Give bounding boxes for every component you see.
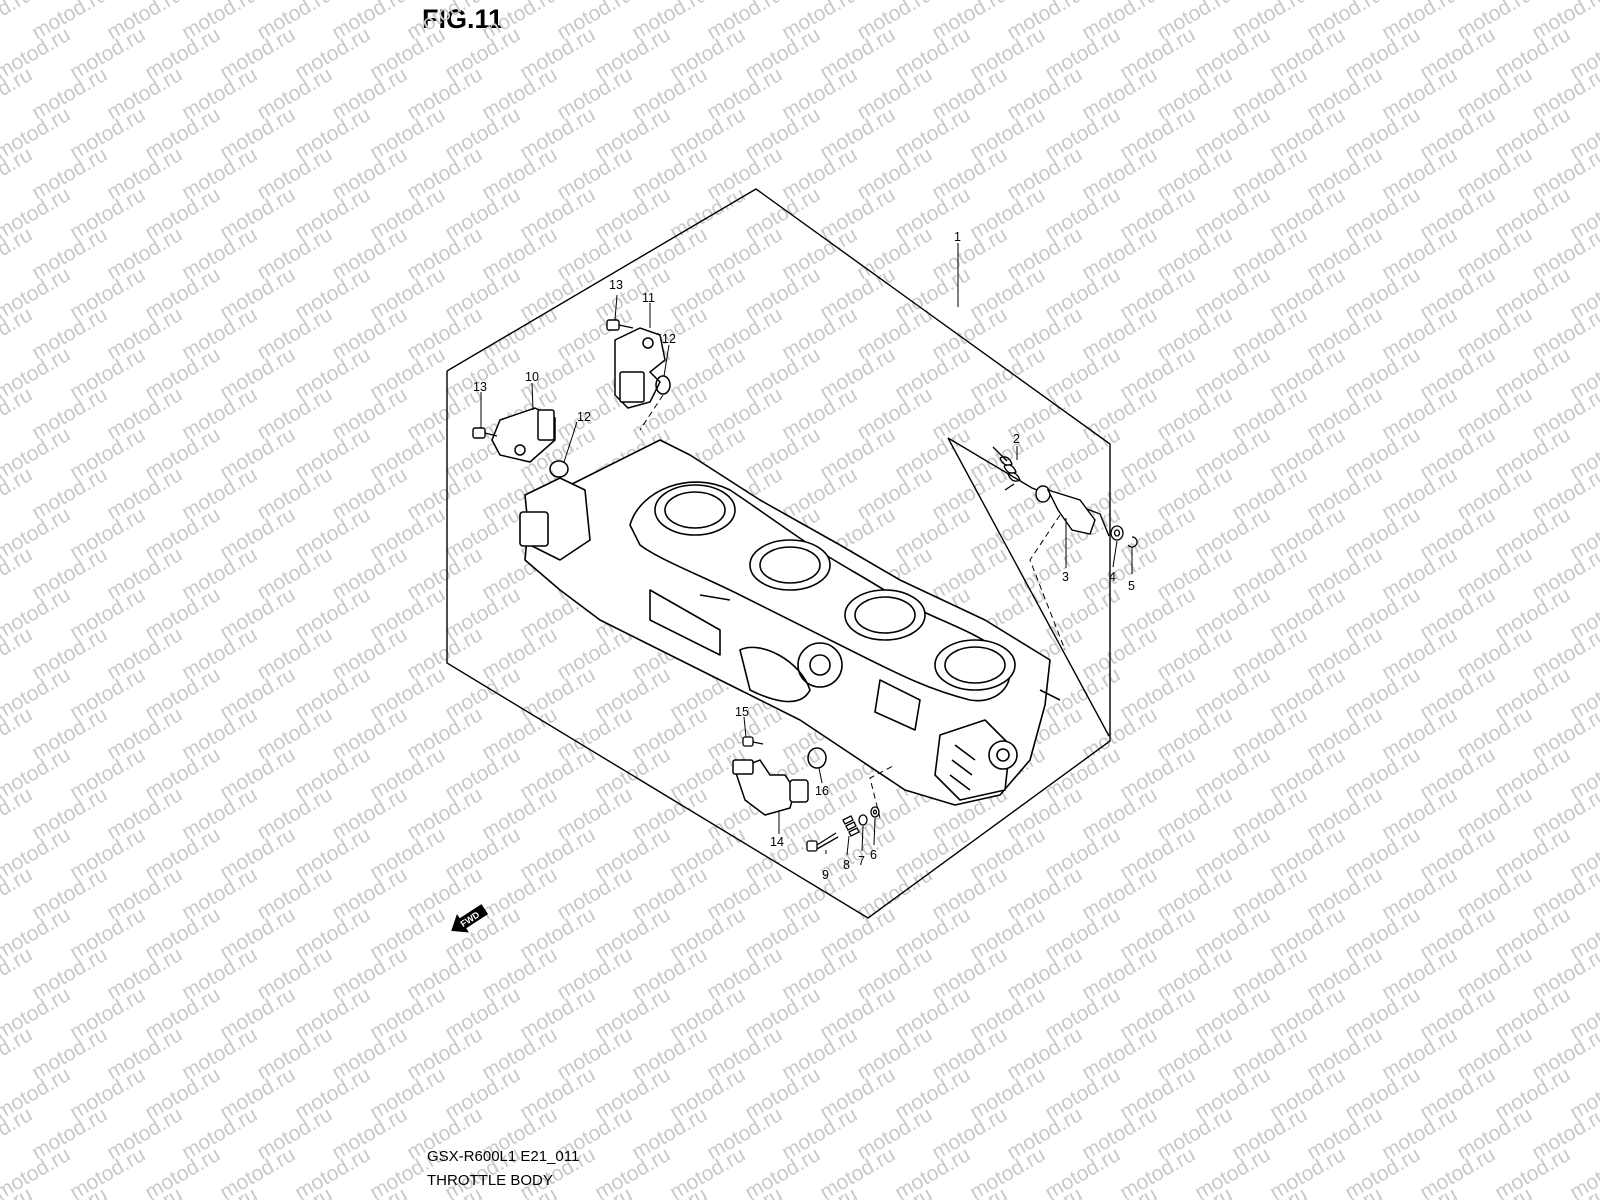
diagram-name: THROTTLE BODY: [427, 1172, 553, 1189]
o-rings: [549, 375, 827, 769]
part-7-washer: [858, 814, 868, 826]
part-13-screws: [472, 319, 634, 439]
callout-7: 7: [858, 854, 865, 868]
part-15-screw: [742, 736, 764, 747]
callout-12-upper: 12: [662, 332, 676, 346]
callout-1: 1: [954, 230, 961, 244]
part-14-sensor: [732, 759, 809, 816]
callout-leaders: [480, 243, 1133, 856]
callout-5: 5: [1128, 579, 1135, 593]
part-6-ring: [870, 806, 880, 818]
callout-4: 4: [1109, 570, 1116, 584]
throttle-body-illustration: [519, 439, 1061, 806]
throttle-bore-3: [844, 589, 926, 641]
part-10-sensor: [491, 407, 556, 463]
throttle-bore-4: [934, 639, 1016, 691]
callout-6: 6: [870, 848, 877, 862]
part-2-spring: [992, 446, 1021, 491]
callout-10: 10: [525, 370, 539, 384]
diagram-code: GSX-R600L1 E21_011: [427, 1148, 580, 1165]
callout-9: 9: [822, 868, 829, 882]
throttle-bore-2: [749, 539, 831, 591]
part-5-clip: [1127, 536, 1138, 548]
callout-13-upper: 13: [609, 278, 623, 292]
part-11-sensor: [614, 327, 666, 409]
callout-2: 2: [1013, 432, 1020, 446]
part-3-lever: [1035, 485, 1096, 535]
figure-label: FIG.11: [422, 4, 504, 34]
callout-15: 15: [735, 705, 749, 719]
callout-3: 3: [1062, 570, 1069, 584]
part-9-bolt: [806, 832, 839, 852]
throttle-bore-1: [654, 484, 736, 536]
callout-labels: 1 2 3 4 5 6 7 8 9 10 11 12 12 13 13 14 1…: [473, 230, 1135, 882]
callout-16: 16: [815, 784, 829, 798]
assembly-guide-lines: [639, 394, 1066, 819]
part-8-spring: [842, 815, 860, 837]
part-4-washer: [1110, 525, 1124, 541]
callout-8: 8: [843, 858, 850, 872]
callout-12-lower: 12: [577, 410, 591, 424]
callout-14: 14: [770, 835, 784, 849]
callout-11: 11: [642, 291, 655, 305]
callout-13-lower: 13: [473, 380, 487, 394]
